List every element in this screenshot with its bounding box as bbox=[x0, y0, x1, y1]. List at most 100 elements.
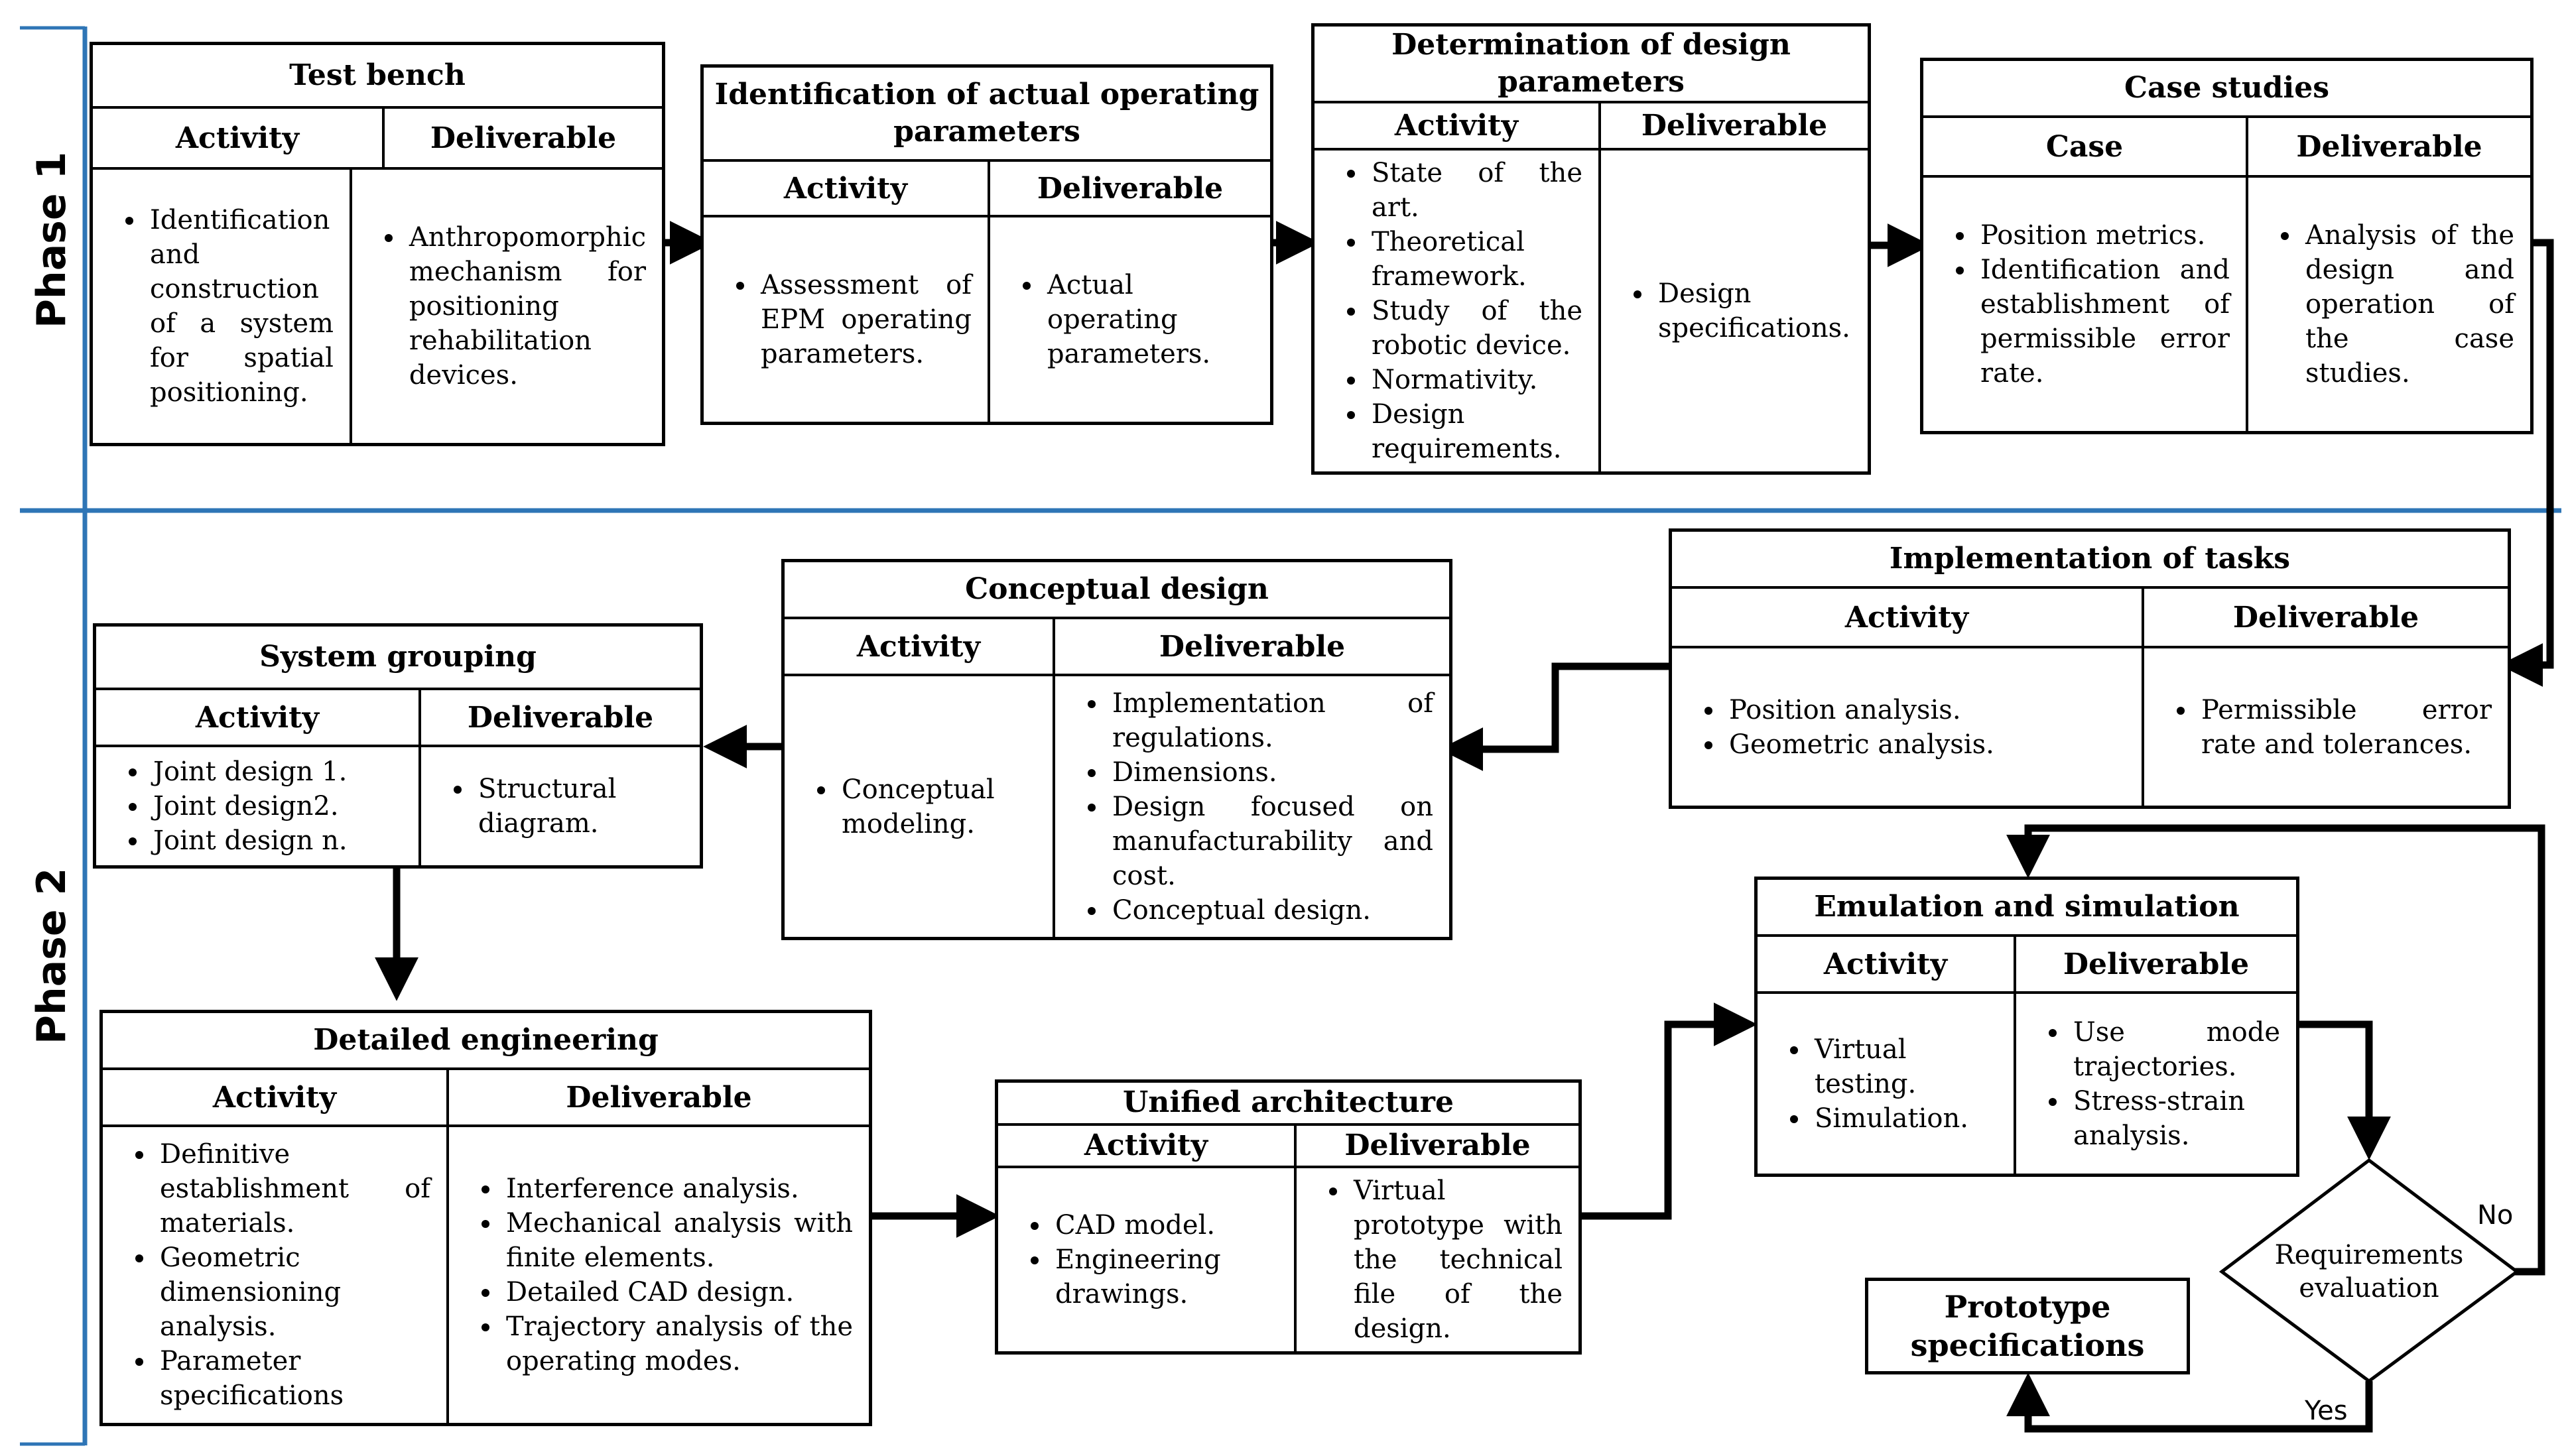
box-prototype-specifications: Prototype specifications bbox=[1865, 1278, 2190, 1374]
activity-header: Case bbox=[1923, 118, 2248, 175]
deliverable-column: Use mode trajectories.Stress-strain anal… bbox=[2016, 994, 2296, 1174]
activity-item: State of the art. bbox=[1368, 156, 1582, 225]
activity-item: Geometric analysis. bbox=[1725, 727, 2126, 762]
deliverable-item: Interference analysis. bbox=[502, 1172, 853, 1206]
activity-item: Position metrics. bbox=[1976, 218, 2230, 253]
deliverable-item: Design specifications. bbox=[1654, 276, 1852, 345]
decision-yes-label: Yes bbox=[2305, 1396, 2348, 1426]
deliverable-list: Virtual prototype with the technical fil… bbox=[1310, 1174, 1563, 1346]
activity-header: Activity bbox=[1758, 937, 2016, 991]
activity-item: Assessment of EPM operating parameters. bbox=[757, 268, 972, 371]
activity-column: Conceptual modeling. bbox=[785, 676, 1055, 937]
box-title: Detailed engineering bbox=[103, 1013, 869, 1070]
deliverable-item: Design focused on manufacturability and … bbox=[1108, 790, 1433, 893]
box-body: Position metrics.Identification and esta… bbox=[1923, 178, 2530, 431]
activity-item: Theoretical framework. bbox=[1368, 225, 1582, 294]
decision-label: Requirements evaluation bbox=[2274, 1240, 2464, 1304]
deliverable-list: Implementation of regulations.Dimensions… bbox=[1068, 686, 1433, 928]
activity-header: Activity bbox=[1672, 589, 2144, 646]
deliverable-header: Deliverable bbox=[2296, 129, 2482, 164]
activity-list: Position metrics.Identification and esta… bbox=[1937, 218, 2230, 391]
deliverable-list: Actual operating parameters. bbox=[1003, 268, 1254, 371]
activity-item: Identification and construction of a sys… bbox=[146, 203, 334, 410]
box-body: Joint design 1.Joint design2.Joint desig… bbox=[96, 747, 700, 865]
arrow-implementation-conceptual bbox=[1439, 662, 1669, 771]
deliverable-item: Trajectory analysis of the operating mod… bbox=[502, 1309, 853, 1378]
arrow-unified-emulation bbox=[1578, 1002, 1758, 1220]
activity-header: Activity bbox=[93, 109, 385, 167]
deliverable-header: Deliverable bbox=[2063, 947, 2250, 981]
activity-list: Definitive establishment of materials.Ge… bbox=[116, 1137, 430, 1413]
activity-list: Virtual testing.Simulation. bbox=[1771, 1032, 1998, 1136]
activity-header: Activity bbox=[704, 162, 990, 215]
deliverable-header: Deliverable bbox=[1344, 1128, 1531, 1163]
activity-item: Design requirements. bbox=[1368, 397, 1582, 466]
deliverable-column: Anthropomorphic mechanism for positionin… bbox=[352, 170, 662, 443]
deliverable-item: Permissible error rate and tolerances. bbox=[2197, 693, 2492, 762]
deliverable-item: Stress-strain analysis. bbox=[2069, 1084, 2280, 1153]
activity-header: Activity bbox=[998, 1125, 1297, 1166]
column-headers: Activity Deliverable bbox=[1758, 937, 2296, 994]
activity-header: Activity bbox=[96, 690, 421, 745]
deliverable-list: Anthropomorphic mechanism for positionin… bbox=[365, 220, 646, 393]
deliverable-header: Deliverable bbox=[1641, 109, 1828, 143]
activity-item: Study of the robotic device. bbox=[1368, 294, 1582, 363]
box-conceptual: Conceptual designActivityDeliverableConc… bbox=[781, 559, 1452, 940]
activity-column: Definitive establishment of materials.Ge… bbox=[103, 1127, 449, 1423]
box-title: Emulation and simulation bbox=[1758, 880, 2296, 937]
arrow-casestudies-implementation bbox=[2499, 239, 2554, 687]
box-title: Case studies bbox=[1923, 61, 2530, 118]
box-title: Test bench bbox=[93, 45, 662, 109]
column-headers: Case Deliverable bbox=[1923, 118, 2530, 178]
box-body: Assessment of EPM operating parameters. A… bbox=[704, 217, 1270, 422]
box-body: Conceptual modeling. Implementation of re… bbox=[785, 676, 1449, 937]
activity-list: Conceptual modeling. bbox=[798, 772, 1037, 841]
activity-column: Joint design 1.Joint design2.Joint desig… bbox=[96, 747, 421, 865]
deliverable-item: Use mode trajectories. bbox=[2069, 1015, 2280, 1084]
deliverable-list: Use mode trajectories.Stress-strain anal… bbox=[2029, 1015, 2280, 1153]
deliverable-list: Structural diagram. bbox=[434, 772, 684, 841]
deliverable-list: Analysis of the design and operation of … bbox=[2262, 218, 2514, 391]
box-title: Implementation of tasks bbox=[1672, 532, 2508, 589]
activity-list: State of the art.Theoretical framework.S… bbox=[1328, 156, 1582, 466]
activity-item: CAD model. bbox=[1051, 1208, 1278, 1243]
deliverable-list: Permissible error rate and tolerances. bbox=[2157, 693, 2492, 762]
arrow-decision-no-loop bbox=[2006, 824, 2545, 1276]
activity-column: Position metrics.Identification and esta… bbox=[1923, 178, 2248, 431]
activity-item: Virtual testing. bbox=[1811, 1032, 1998, 1101]
activity-item: Joint design 1. bbox=[149, 755, 403, 789]
box-body: Definitive establishment of materials.Ge… bbox=[103, 1127, 869, 1423]
box-title: Identification of actual operating param… bbox=[704, 68, 1270, 162]
activity-item: Joint design2. bbox=[149, 789, 403, 823]
deliverable-item: Structural diagram. bbox=[474, 772, 684, 841]
activity-list: Position analysis.Geometric analysis. bbox=[1685, 693, 2126, 762]
deliverable-item: Analysis of the design and operation of … bbox=[2301, 218, 2514, 391]
box-title: System grouping bbox=[96, 627, 700, 690]
activity-item: Simulation. bbox=[1811, 1101, 1998, 1136]
deliverable-header: Deliverable bbox=[1159, 629, 1346, 664]
deliverable-list: Interference analysis.Mechanical analysi… bbox=[462, 1172, 853, 1378]
box-body: Position analysis.Geometric analysis. Per… bbox=[1672, 648, 2508, 806]
deliverable-header: Deliverable bbox=[430, 121, 617, 155]
activity-header: Activity bbox=[103, 1070, 449, 1124]
activity-column: CAD model.Engineering drawings. bbox=[998, 1168, 1297, 1351]
deliverable-item: Virtual prototype with the technical fil… bbox=[1350, 1174, 1563, 1346]
deliverable-column: Actual operating parameters. bbox=[990, 217, 1270, 422]
activity-column: Position analysis.Geometric analysis. bbox=[1672, 648, 2144, 806]
deliverable-item: Implementation of regulations. bbox=[1108, 686, 1433, 755]
activity-header: Activity bbox=[785, 619, 1055, 674]
deliverable-item: Dimensions. bbox=[1108, 755, 1433, 790]
deliverable-column: Design specifications. bbox=[1601, 151, 1868, 471]
deliverable-header: Deliverable bbox=[467, 700, 654, 735]
box-body: Identification and construction of a sys… bbox=[93, 170, 662, 443]
deliverable-column: Virtual prototype with the technical fil… bbox=[1297, 1168, 1578, 1351]
activity-column: Virtual testing.Simulation. bbox=[1758, 994, 2016, 1174]
deliverable-item: Detailed CAD design. bbox=[502, 1275, 853, 1309]
